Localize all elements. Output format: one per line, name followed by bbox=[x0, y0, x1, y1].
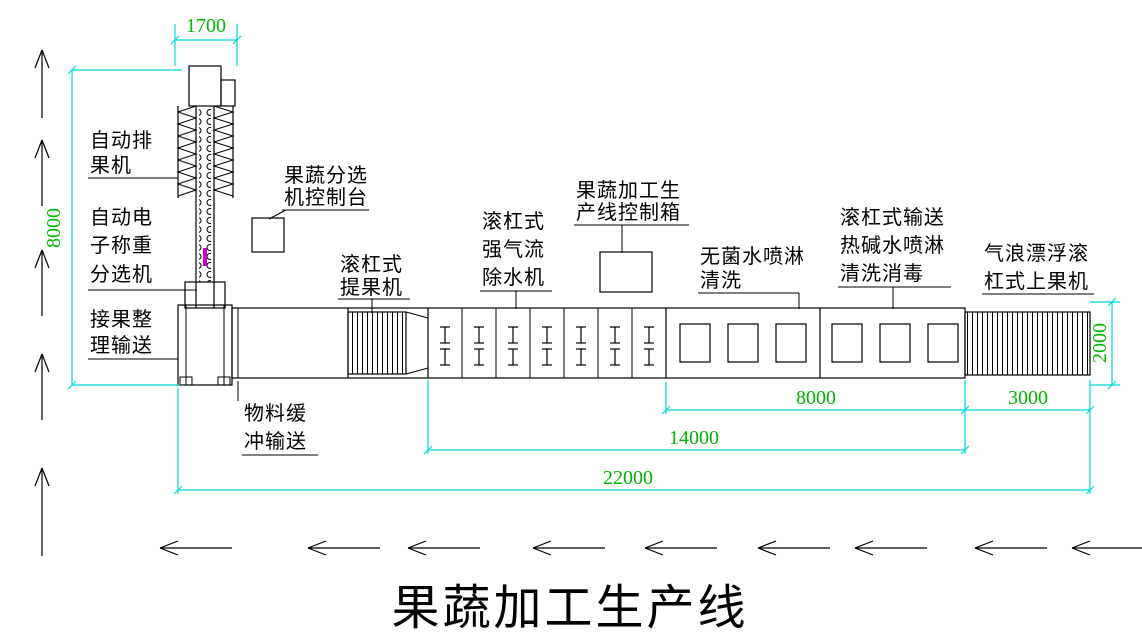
label-air-float-loader-line1: 气浪漂浮滚 bbox=[984, 242, 1089, 265]
label-fruit-receiver-line1: 接果整 bbox=[90, 308, 153, 331]
chain-column bbox=[199, 108, 211, 282]
flow-arrow-up bbox=[34, 249, 50, 316]
label-control-box-line1: 果蔬加工生 bbox=[576, 179, 681, 202]
roller-lifter-section bbox=[347, 308, 429, 378]
label-buffer-conveyor-line2: 冲输送 bbox=[244, 430, 307, 453]
label-sorter-console-line2: 机控制台 bbox=[284, 186, 368, 209]
air-float-loader-section bbox=[964, 311, 1091, 376]
label-dewaterer-line1: 滚杠式 bbox=[482, 210, 545, 233]
label-buffer-conveyor-line1: 物料缓 bbox=[244, 402, 307, 425]
label-sorter-console-line1: 果蔬分选 bbox=[284, 164, 368, 187]
label-roller-lifter-line2: 提果机 bbox=[340, 276, 403, 299]
page-title: 果蔬加工生产线 bbox=[391, 582, 748, 635]
flow-arrow-left bbox=[974, 540, 1047, 556]
dim-text-22000: 22000 bbox=[603, 467, 653, 489]
dim-text-8000: 8000 bbox=[796, 387, 836, 409]
flow-arrow-up bbox=[34, 467, 50, 556]
flow-arrows-bottom bbox=[159, 540, 1142, 556]
label-air-float-loader-line2: 杠式上果机 bbox=[984, 270, 1089, 293]
dim-text-1700: 1700 bbox=[186, 15, 226, 37]
sorter-tower bbox=[176, 65, 236, 309]
flow-arrow-left bbox=[757, 540, 830, 556]
dim-text-2000: 2000 bbox=[1089, 323, 1111, 363]
sterile-wash-section bbox=[679, 308, 821, 378]
label-alkaline-wash-line1: 滚杠式输送 bbox=[840, 206, 945, 229]
label-sterile-wash-line1: 无菌水喷淋 bbox=[700, 245, 805, 268]
flow-arrow-up bbox=[34, 49, 50, 118]
line-control-box-box bbox=[599, 225, 653, 293]
fruit-receiving-section bbox=[177, 304, 233, 386]
flow-arrow-up bbox=[34, 139, 50, 206]
flow-arrow-left bbox=[644, 540, 717, 556]
equipment-labels: 自动排 果机 自动电 子称重 分选机 接果整 理输送 果蔬分选 机控制台 滚杠式… bbox=[88, 129, 1094, 456]
dim-text-left-8000: 8000 bbox=[43, 208, 65, 248]
flow-arrows-left bbox=[34, 49, 50, 556]
label-roller-lifter-line1: 滚杠式 bbox=[340, 253, 403, 276]
dimension-tower-width: 1700 bbox=[170, 15, 242, 66]
sorter-console-box bbox=[251, 209, 287, 253]
flow-arrow-up bbox=[34, 353, 50, 420]
dimension-bottom-chain: 8000 3000 14000 22000 bbox=[173, 380, 1095, 495]
flow-arrow-left bbox=[854, 540, 927, 556]
flow-arrow-left bbox=[407, 540, 480, 556]
flow-arrow-left bbox=[159, 540, 232, 556]
label-auto-weigher-line3: 分选机 bbox=[90, 263, 153, 286]
airflow-dewater-section bbox=[439, 308, 667, 378]
dimension-left-height: 8000 bbox=[43, 65, 182, 390]
label-auto-weigher-line2: 子称重 bbox=[90, 234, 153, 257]
label-alkaline-wash-line3: 清洗消毒 bbox=[840, 262, 924, 285]
label-sterile-wash-line2: 清洗 bbox=[700, 269, 742, 292]
dimension-line-height: 2000 bbox=[1089, 297, 1120, 390]
label-dewaterer-line3: 除水机 bbox=[482, 266, 545, 289]
flow-arrow-left bbox=[307, 540, 380, 556]
label-dewaterer-line2: 强气流 bbox=[482, 238, 545, 261]
dim-text-3000: 3000 bbox=[1008, 387, 1048, 409]
label-auto-weigher-line1: 自动电 bbox=[90, 206, 153, 229]
alkaline-wash-section bbox=[831, 323, 959, 363]
label-auto-arranger-line2: 果机 bbox=[90, 154, 132, 177]
flow-arrow-left bbox=[532, 540, 605, 556]
label-control-box-line2: 产线控制箱 bbox=[576, 201, 681, 224]
dim-text-14000: 14000 bbox=[669, 427, 719, 449]
flow-arrow-left bbox=[1071, 540, 1142, 556]
label-auto-arranger-line1: 自动排 bbox=[90, 129, 153, 152]
label-fruit-receiver-line2: 理输送 bbox=[90, 334, 153, 357]
label-alkaline-wash-line2: 热碱水喷淋 bbox=[840, 234, 945, 257]
